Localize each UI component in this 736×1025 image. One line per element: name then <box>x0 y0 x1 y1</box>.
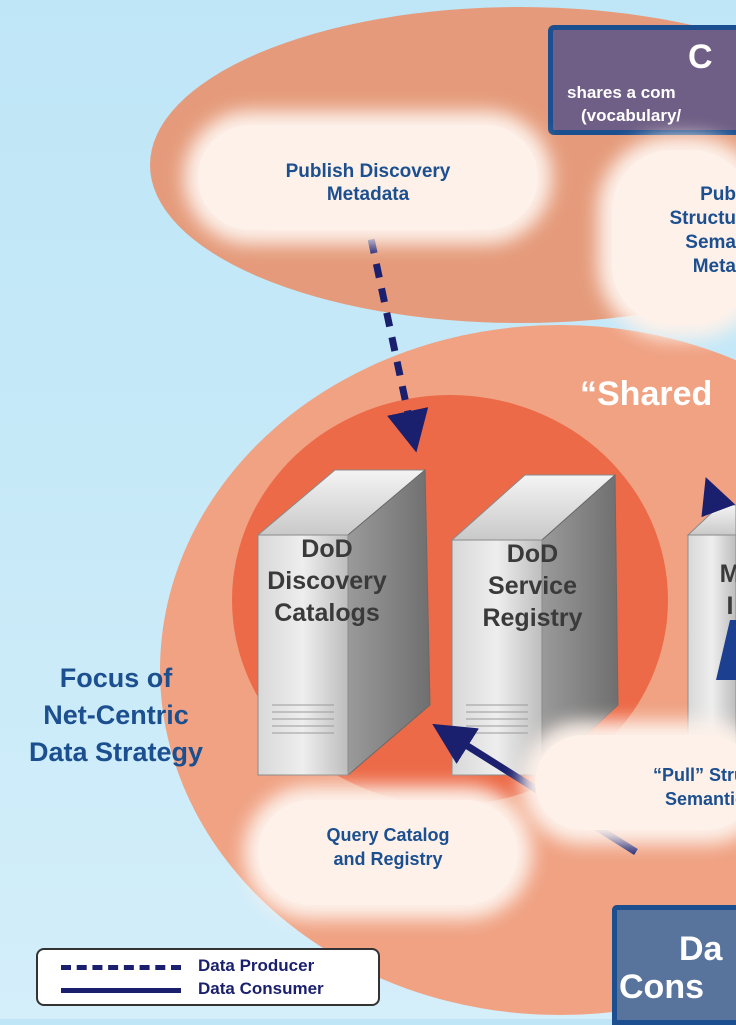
server-icon <box>256 468 431 777</box>
shared-space-title: “Shared <box>580 375 713 413</box>
focus-label: Focus of Net-Centric Data Strategy <box>28 663 204 767</box>
server-registry-label: DoD Service Registry <box>482 540 583 632</box>
legend-solid-line <box>61 988 181 993</box>
community-box: C shares a com (vocabulary/ <box>548 25 736 135</box>
community-box-line2: (vocabulary/ <box>581 106 682 125</box>
consumer-box-line1: Da <box>679 930 723 968</box>
publish-discovery-label: Publish Discovery Metadata <box>285 161 451 205</box>
legend-producer-label: Data Producer <box>198 956 315 975</box>
query-catalog-label: Query Catalog and Registry <box>326 825 450 869</box>
legend-dashed-line <box>61 965 181 970</box>
consumer-box: Da Cons <box>612 905 736 1025</box>
server-discovery-label: DoD Discovery Catalogs <box>267 535 387 627</box>
third-server-mark <box>716 620 736 680</box>
server-third-label: M I <box>719 560 736 620</box>
legend-consumer-label: Data Consumer <box>198 979 324 998</box>
community-box-title: C <box>688 38 713 76</box>
community-box-line1: shares a com <box>567 83 676 102</box>
cloud-query-catalog <box>258 800 518 905</box>
consumer-box-line2: Cons <box>619 968 704 1006</box>
cloud-publish-structural <box>612 150 736 325</box>
pull-structural-label: “Pull” Stru Semantic <box>652 765 736 809</box>
publish-structural-label: Pub Structu Sema Meta <box>669 184 736 277</box>
legend: Data Producer Data Consumer <box>36 948 380 1006</box>
server-icon <box>686 504 736 746</box>
cloud-pull-structural <box>535 735 736 830</box>
producer-arrow <box>362 214 429 453</box>
third-server-arrow <box>701 477 736 518</box>
cloud-publish-discovery <box>198 125 538 230</box>
